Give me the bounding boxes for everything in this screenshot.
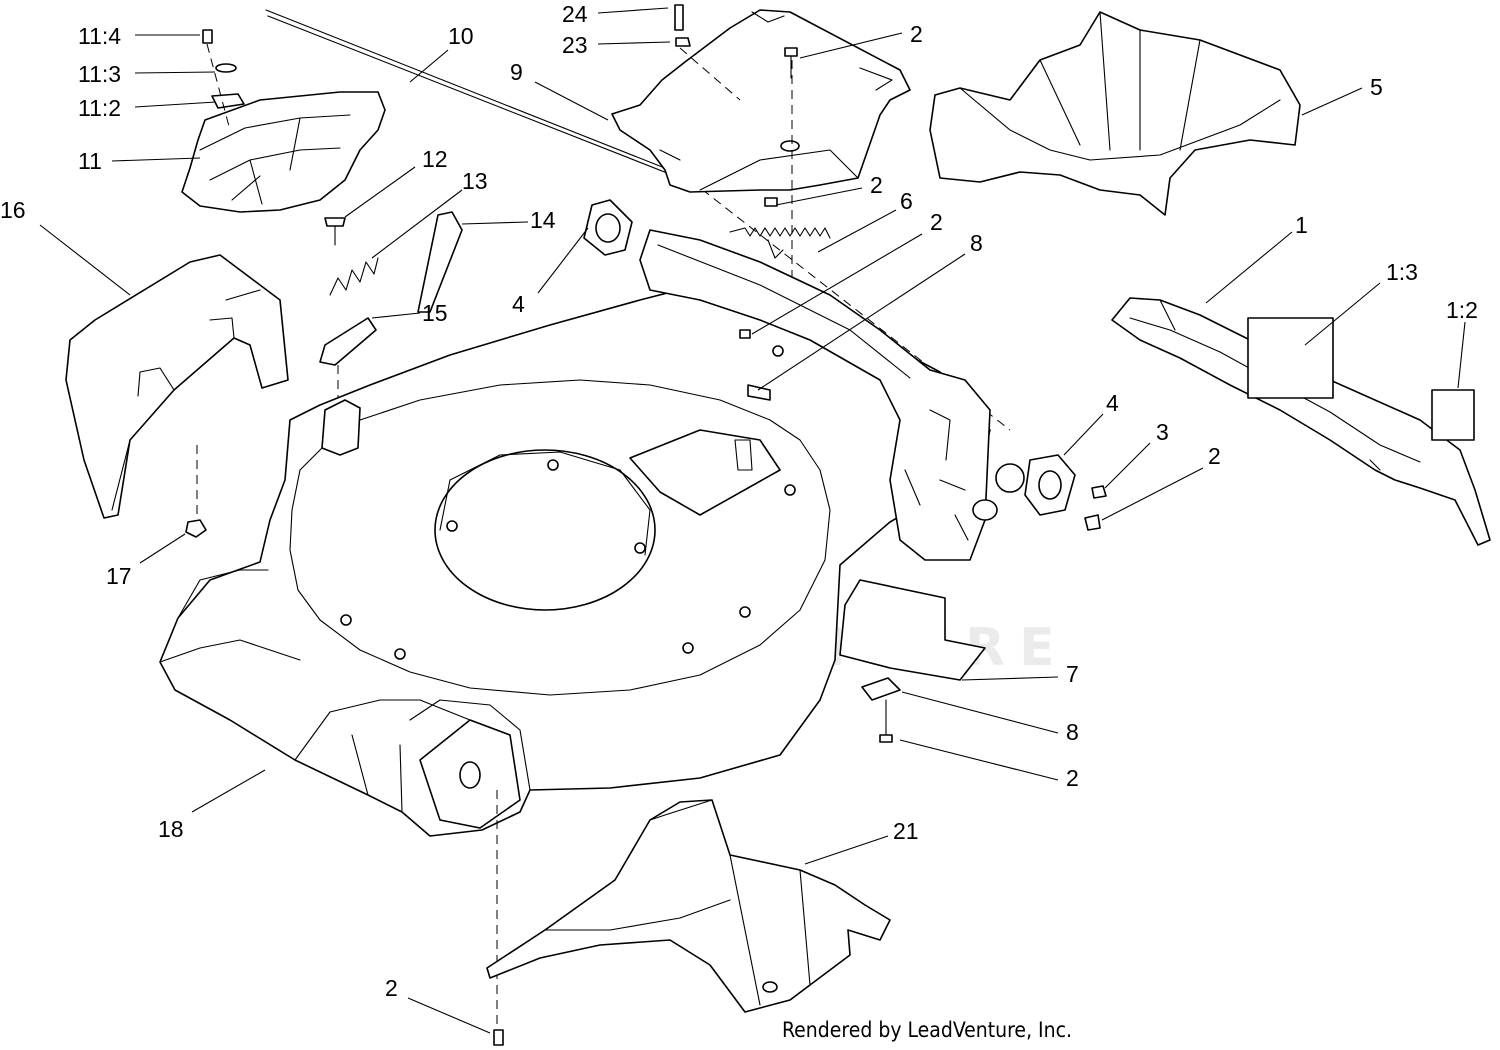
callout-11-2: 11:2 — [78, 95, 121, 121]
callout-5: 5 — [1370, 74, 1383, 100]
callout-17: 17 — [106, 563, 132, 589]
callout-1-2: 1:2 — [1446, 297, 1478, 323]
callout-1: 1 — [1295, 212, 1308, 238]
callout-13: 13 — [462, 168, 488, 194]
callout-2-mid: 2 — [930, 209, 943, 235]
part-11-control-housing — [181, 29, 386, 213]
callout-8-bottom: 8 — [1066, 719, 1079, 745]
callout-labels: 24 23 2 9 5 11:4 11:3 11:2 11 10 12 13 1… — [0, 1, 1478, 1001]
callout-24: 24 — [562, 1, 588, 27]
callout-15: 15 — [422, 300, 448, 326]
part-4-bracket-right — [1024, 454, 1107, 531]
part-16-side-shield — [65, 254, 289, 519]
callout-12: 12 — [422, 146, 448, 172]
part-5-chute — [929, 11, 1301, 216]
part-rear-housing — [639, 229, 1025, 561]
part-7-rear-flap — [839, 579, 986, 743]
callout-2-bottom: 2 — [385, 975, 398, 1001]
part-9-cover-plate — [611, 9, 911, 193]
callout-4-left: 4 — [512, 291, 525, 317]
hardware-bolts — [674, 4, 798, 401]
callout-6: 6 — [900, 188, 913, 214]
footer-credit: Rendered by LeadVenture, Inc. — [782, 1018, 1072, 1042]
part-21-front-deflector — [486, 799, 891, 1046]
part-12-15-spring-assembly — [319, 211, 463, 400]
callout-leaders — [39, 7, 1466, 1034]
callout-4-right: 4 — [1106, 390, 1119, 416]
callout-10: 10 — [448, 23, 474, 49]
callout-3: 3 — [1156, 419, 1169, 445]
callout-2-right: 2 — [1208, 443, 1221, 469]
callout-2-spring: 2 — [870, 172, 883, 198]
part-6-spring — [729, 60, 831, 470]
callout-11: 11 — [78, 148, 102, 174]
callout-23: 23 — [562, 32, 588, 58]
part-4-bracket-left — [583, 199, 633, 256]
part-18-mower-deck — [159, 275, 991, 1030]
callout-11-3: 11:3 — [78, 61, 121, 87]
callout-14: 14 — [530, 207, 556, 233]
callout-7: 7 — [1066, 661, 1079, 687]
callout-16: 16 — [0, 197, 26, 223]
callout-11-4: 11:4 — [78, 23, 121, 49]
callout-8-top: 8 — [970, 230, 983, 256]
callout-1-3: 1:3 — [1386, 259, 1418, 285]
callout-21: 21 — [893, 818, 919, 844]
callout-9: 9 — [510, 59, 523, 85]
callout-2-bottom-right: 2 — [1066, 765, 1079, 791]
callout-18: 18 — [158, 816, 184, 842]
part-1-rear-bar — [1111, 297, 1491, 546]
callout-2-top: 2 — [910, 21, 923, 47]
part-17-nut — [185, 519, 207, 538]
